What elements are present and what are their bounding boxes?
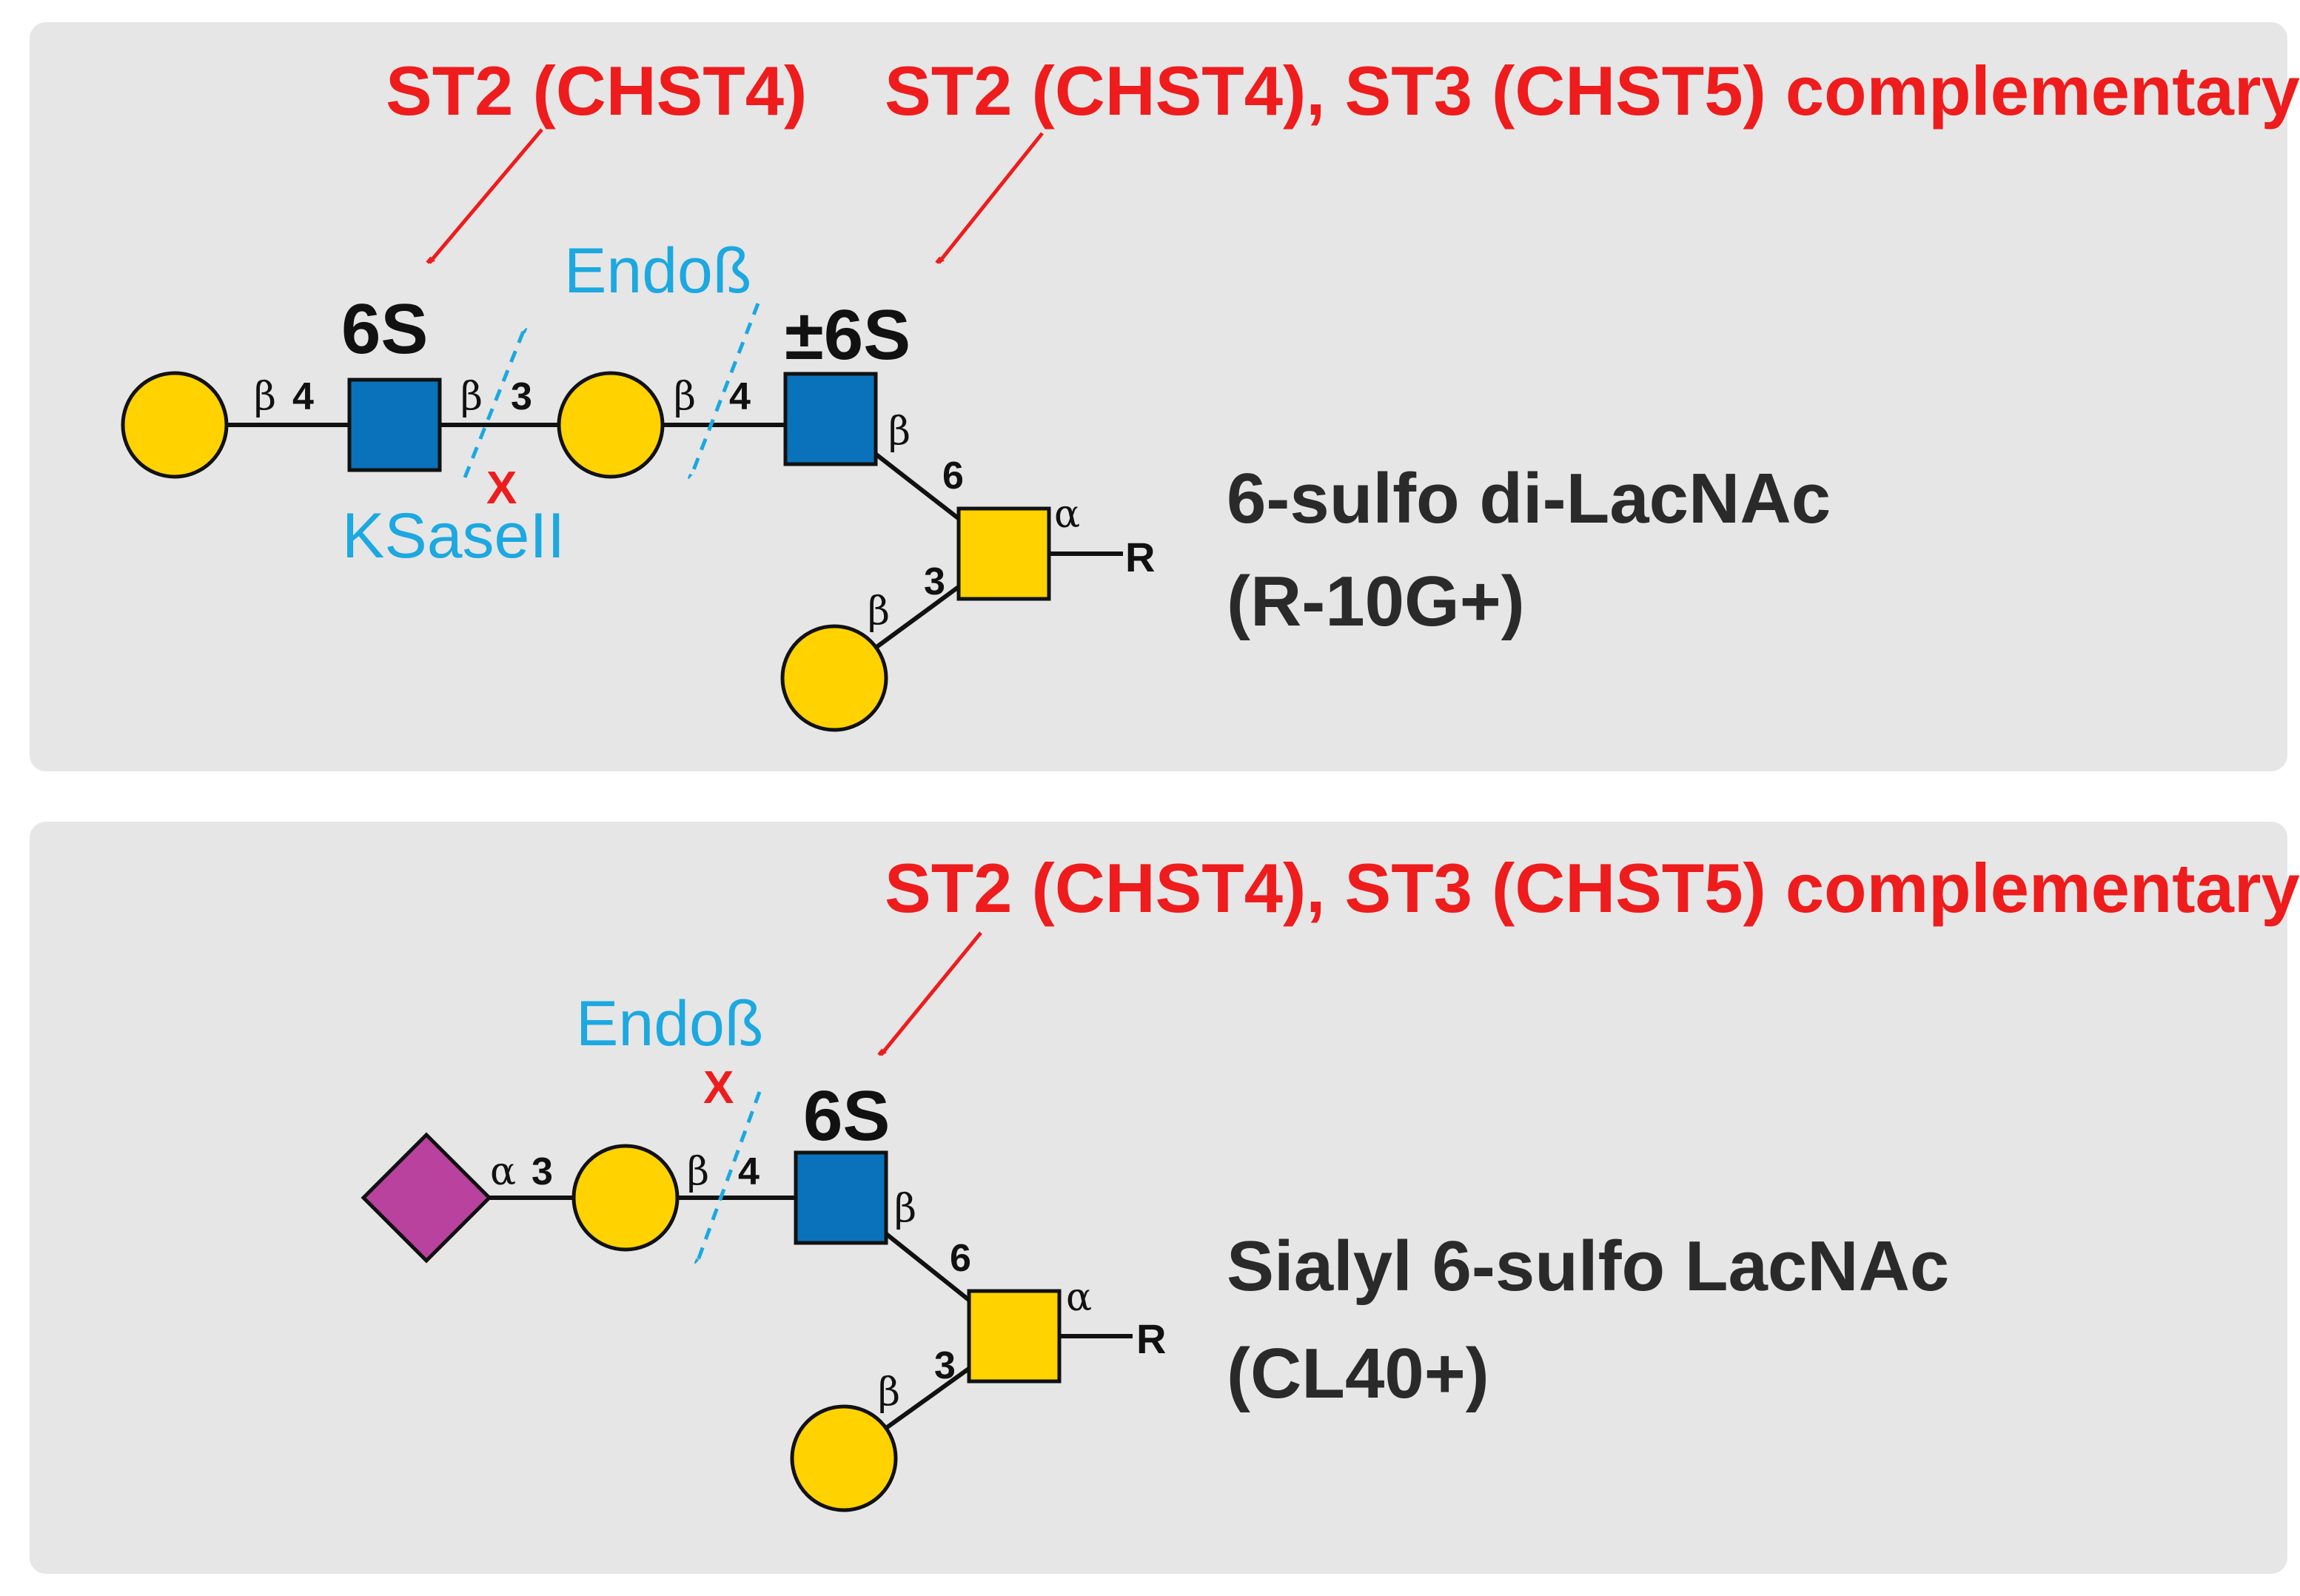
aglycone-r: R — [1136, 1315, 1166, 1362]
compound-name: 6-sulfo di-LacNAc — [1227, 459, 1831, 538]
link-position: 3 — [532, 1150, 553, 1193]
link-anomer: α — [1054, 492, 1080, 537]
galactose-3 — [780, 624, 888, 732]
sulfate-6s-left: 6S — [341, 289, 428, 369]
link-anomer: β — [687, 1150, 709, 1194]
arrow-st2-to-6s — [429, 128, 543, 263]
aglycone-r: R — [1125, 534, 1155, 580]
blocked-x-mark: X — [703, 1062, 734, 1113]
link-anomer: α — [490, 1150, 516, 1194]
link-anomer: β — [878, 1370, 900, 1415]
compound-antibody: (R-10G+) — [1227, 562, 1525, 641]
link-position: 4 — [738, 1150, 760, 1193]
annotation-st2-st3: ST2 (CHST4), ST3 (CHST5) complementary — [885, 849, 2300, 927]
sulfate-6s: 6S — [803, 1076, 890, 1156]
link-position: 3 — [924, 560, 945, 603]
panel-background — [30, 22, 2287, 771]
endo-beta-cleavage-arrow — [697, 1091, 762, 1262]
sulfate-6s-optional: ±6S — [785, 295, 911, 375]
panel-background — [30, 822, 2287, 1574]
link-anomer: β — [674, 375, 696, 419]
galactose-2 — [790, 1404, 898, 1512]
link-anomer: α — [1066, 1275, 1092, 1320]
glcnac — [794, 1150, 888, 1245]
annotation-st2-st3: ST2 (CHST4), ST3 (CHST5) complementary — [885, 52, 2300, 130]
ksaseii-cleavage-arrow — [463, 329, 524, 478]
link-anomer: β — [868, 589, 890, 634]
arrow-st2-st3-to-6s — [939, 132, 1044, 263]
annotation-st2: ST2 (CHST4) — [386, 52, 807, 130]
panel-sialyl-sulfo-lacnac: ST2 (CHST4), ST3 (CHST5) complementary α… — [30, 822, 2300, 1574]
endo-beta-cleavage-arrow — [691, 303, 760, 477]
galactose-1 — [571, 1144, 680, 1252]
galactose-1 — [121, 371, 229, 479]
enzyme-ksaseii: KSaseII — [342, 500, 565, 571]
enzyme-endo-beta: Endoß — [576, 988, 763, 1059]
blocked-x-mark: X — [486, 463, 517, 514]
link-position: 3 — [934, 1344, 956, 1387]
compound-name: Sialyl 6-sulfo LacNAc — [1227, 1227, 1949, 1306]
arrow-st2-st3-to-6s — [881, 931, 982, 1055]
galnac — [956, 506, 1051, 601]
panel-sulfo-di-lacnac: ST2 (CHST4) ST2 (CHST4), ST3 (CHST5) com… — [30, 22, 2300, 771]
link-position: 4 — [292, 375, 314, 418]
compound-antibody: (CL40+) — [1227, 1334, 1489, 1413]
galnac — [967, 1289, 1062, 1384]
link-anomer: β — [894, 1187, 916, 1231]
glcnac-2 — [783, 372, 878, 466]
link-anomer: β — [254, 375, 276, 419]
link-anomer: β — [888, 409, 911, 454]
glcnac-1 — [347, 378, 442, 472]
link-position: 6 — [950, 1237, 971, 1280]
galactose-2 — [557, 371, 665, 479]
neuac — [361, 1132, 492, 1264]
link-position: 6 — [942, 455, 964, 497]
link-position: 3 — [511, 375, 532, 418]
link-position: 4 — [729, 375, 751, 418]
link-anomer: β — [460, 375, 483, 419]
enzyme-endo-beta: Endoß — [564, 235, 751, 306]
